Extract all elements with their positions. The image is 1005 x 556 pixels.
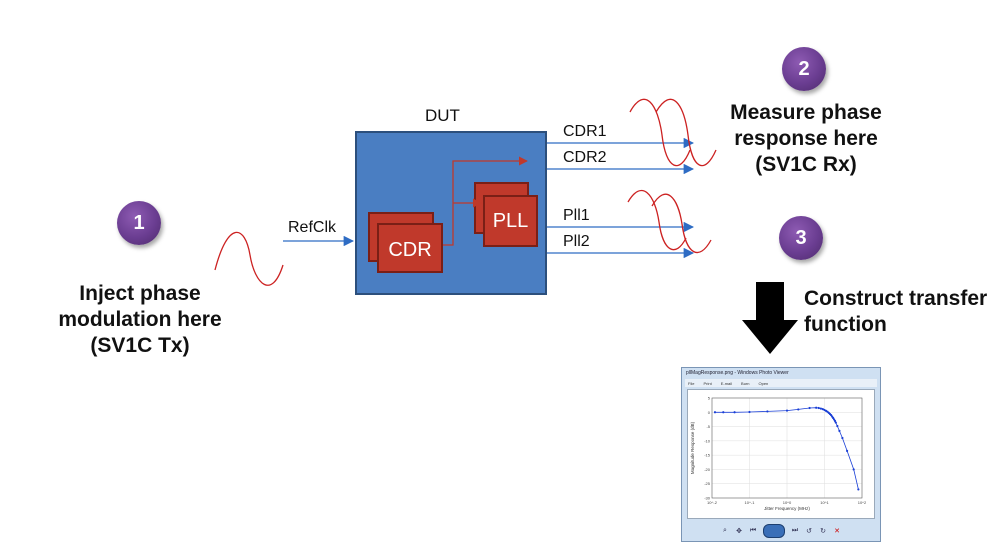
pll-output-wave-1 [627, 189, 687, 251]
viewer-menu-open[interactable]: Open [758, 380, 769, 386]
internal-wires [443, 156, 528, 246]
input-wave [214, 231, 284, 286]
data-point [852, 468, 855, 471]
step-1-badge: 1 [117, 201, 161, 245]
output-label-cdr2: CDR2 [563, 149, 607, 166]
cdr-output-wave-2 [655, 98, 717, 167]
y-tick-label: 0 [708, 410, 711, 415]
dut-box: PLL CDR [355, 131, 547, 295]
x-tick-label: 10^-1 [745, 500, 756, 505]
photo-viewer-window: pllMagResponse.png - Windows Photo Viewe… [681, 367, 881, 542]
y-tick-label: -25 [704, 481, 711, 486]
viewer-canvas: 10^-2 10^-1 10^0 10^1 10^2 5 0 -5 -10 -15 -20 -25 -3… [687, 389, 875, 519]
slideshow-button[interactable] [763, 524, 785, 538]
refclk-label: RefClk [288, 219, 337, 236]
step-2-line-2: response here [734, 127, 878, 150]
fit-icon[interactable]: ✥ [736, 528, 742, 535]
data-point [841, 436, 844, 440]
down-arrow-icon [742, 282, 798, 354]
y-tick-label: -10 [704, 438, 711, 443]
pll-block-front [483, 195, 538, 247]
viewer-menu-email[interactable]: E-mail [720, 380, 733, 386]
data-point [766, 410, 769, 413]
data-point [821, 408, 824, 411]
data-point [817, 406, 820, 410]
y-tick-label: -20 [704, 467, 711, 472]
pll-output-wave-2 [651, 193, 712, 253]
x-tick-label: 10^2 [858, 500, 867, 505]
delete-icon[interactable]: ✕ [834, 528, 840, 535]
step-1-line-1: Inject phase [79, 282, 201, 305]
x-tick-label: 10^-2 [707, 500, 718, 505]
step-1-line-3: (SV1C Tx) [90, 334, 190, 357]
step-3-text: Construct transfer function [804, 286, 1004, 338]
zoom-icon[interactable]: ⌕ [723, 527, 727, 534]
rotate-left-icon[interactable]: ↺ [806, 528, 812, 535]
step-1-line-2: modulation here [58, 308, 222, 331]
series-line [715, 407, 859, 490]
data-point [722, 411, 725, 414]
step-3-number: 3 [795, 226, 807, 249]
y-tick-label: -15 [704, 453, 711, 458]
data-point [713, 411, 717, 414]
cdr-block-front [377, 223, 443, 273]
data-point [836, 424, 839, 428]
step-3-line-1: Construct transfer [804, 287, 988, 310]
step-2-number: 2 [798, 57, 810, 80]
data-point [797, 408, 800, 411]
y-tick-label: -30 [704, 496, 711, 501]
data-point [748, 410, 751, 414]
next-icon[interactable]: ⏭ [791, 527, 799, 534]
output-label-pll2: Pll2 [563, 233, 590, 250]
output-label-cdr1: CDR1 [563, 123, 607, 140]
y-tick-label: -5 [706, 424, 710, 429]
data-point [819, 407, 822, 410]
cdr-label: CDR [388, 238, 432, 261]
data-point [857, 488, 860, 491]
dut-title: DUT [425, 106, 460, 125]
y-axis-label: Magnitude Response (dB) [690, 421, 695, 474]
viewer-toolbar: ⌕ ✥ ⏮ ⏭ ↺ ↻ ✕ [685, 523, 877, 539]
data-point [785, 409, 789, 412]
y-tick-label: 5 [708, 396, 711, 401]
step-3-line-2: function [804, 313, 887, 336]
x-tick-label: 10^0 [783, 500, 792, 505]
data-point [834, 421, 837, 424]
step-2-line-1: Measure phase [730, 101, 882, 124]
data-point [845, 449, 849, 452]
x-tick-label: 10^1 [820, 500, 829, 505]
x-axis-label: Jitter Frequency (MHz) [764, 506, 810, 511]
previous-icon[interactable]: ⏮ [749, 527, 757, 534]
data-point [838, 429, 841, 432]
data-point [815, 406, 818, 409]
rotate-right-icon[interactable]: ↻ [820, 528, 826, 535]
step-2-text: Measure phase response here (SV1C Rx) [706, 100, 906, 178]
plot-frame [711, 397, 863, 499]
data-point [733, 411, 736, 414]
viewer-menu-burn[interactable]: Burn [741, 380, 750, 386]
data-point [808, 406, 811, 410]
viewer-menu-print[interactable]: Print [703, 380, 712, 386]
output-label-pll1: Pll1 [563, 207, 590, 224]
viewer-menu: File Print E-mail Burn Open [685, 379, 877, 387]
data-point [833, 419, 837, 422]
step-2-line-3: (SV1C Rx) [755, 153, 857, 176]
viewer-menu-file[interactable]: File [688, 380, 695, 386]
magnitude-response-chart: 10^-2 10^-1 10^0 10^1 10^2 5 0 -5 -10 -15 -20 -25 -3… [690, 396, 867, 512]
step-1-number: 1 [133, 211, 145, 234]
step-3-badge: 3 [779, 216, 823, 260]
pll-label: PLL [492, 209, 529, 232]
step-2-badge: 2 [782, 47, 826, 91]
viewer-title: pllMagResponse.png - Windows Photo Viewe… [686, 370, 789, 376]
cdr-output-wave-1 [629, 98, 691, 167]
step-1-text: Inject phase modulation here (SV1C Tx) [40, 281, 240, 359]
